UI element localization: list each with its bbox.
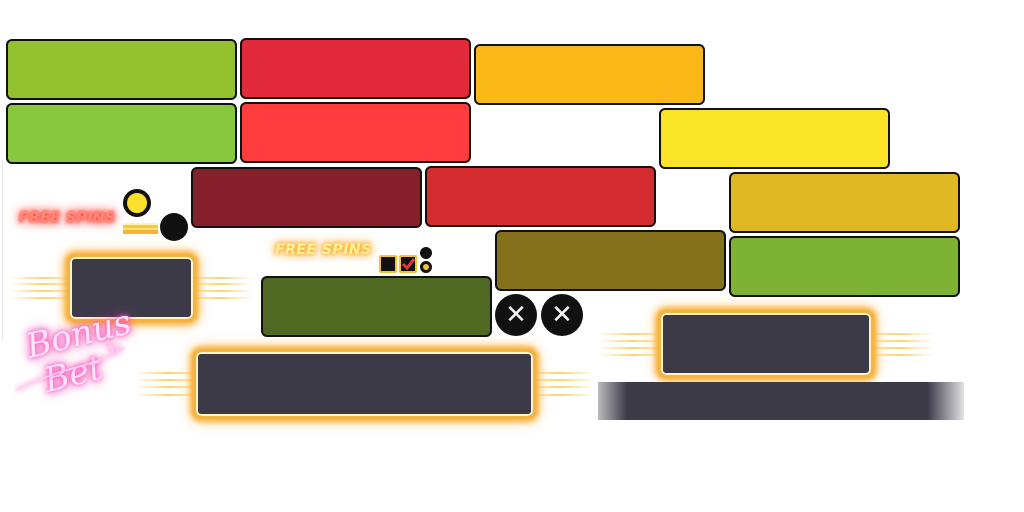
toggle-bar (123, 223, 158, 234)
radio-empty-icon[interactable] (160, 213, 188, 241)
neon-frame-panel-medium (658, 310, 874, 378)
frame-rails-left (10, 273, 70, 303)
bonus-bet-logo: Bonus Bet (14, 302, 135, 418)
checkbox-checked-icon[interactable] (399, 255, 417, 273)
close-button-2[interactable]: ✕ (541, 294, 583, 336)
free-spins-label-yellow: FREE SPINS (275, 242, 372, 258)
radio-dot-yellow-icon[interactable] (420, 261, 432, 273)
yellow-button[interactable] (659, 108, 890, 169)
frame-rails-right (870, 329, 934, 359)
neon-frame-panel-small (67, 254, 196, 322)
close-icon: ✕ (551, 300, 573, 330)
forest-green-button[interactable] (261, 276, 492, 337)
maroon-button[interactable] (191, 167, 422, 228)
orange-button[interactable] (474, 44, 705, 105)
olive-button[interactable] (495, 230, 726, 291)
logo-swash-icon (15, 339, 125, 391)
frame-rails-right (530, 368, 596, 400)
close-button-1[interactable]: ✕ (495, 294, 537, 336)
close-icon: ✕ (505, 300, 527, 330)
free-spins-label-red: FREE SPINS (19, 210, 116, 226)
light-green-button[interactable] (6, 103, 237, 164)
left-edge-line (2, 160, 3, 340)
dark-red-button[interactable] (425, 166, 656, 227)
frame-rails-right (193, 273, 253, 303)
gold-button[interactable] (729, 172, 960, 233)
grass-green-button[interactable] (729, 236, 960, 297)
frame-rails-left (598, 329, 662, 359)
dark-gradient-bar (598, 382, 964, 420)
bright-red-button[interactable] (240, 102, 471, 163)
radio-dot-black-icon[interactable] (420, 247, 432, 259)
neon-frame-panel-large (193, 349, 536, 419)
checkbox-empty-icon[interactable] (379, 255, 397, 273)
green-button[interactable] (6, 39, 237, 100)
frame-rails-left (133, 368, 199, 400)
radio-selected-icon[interactable] (123, 189, 151, 217)
red-button[interactable] (240, 38, 471, 99)
